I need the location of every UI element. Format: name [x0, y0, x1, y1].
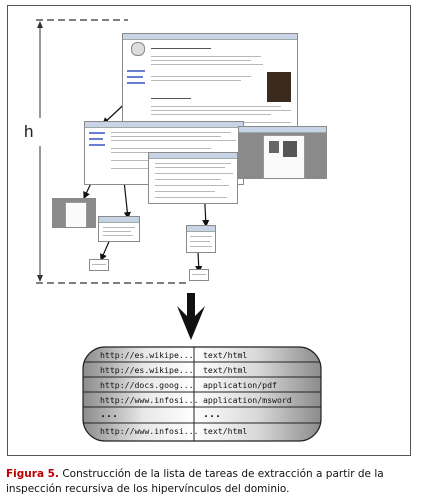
task-url: http://www.infosi... — [100, 426, 199, 436]
task-mime-type: application/msword — [203, 395, 292, 405]
screenshot-tiny-page — [189, 269, 209, 281]
link-arrow — [195, 251, 203, 274]
task-url: ... — [100, 409, 119, 420]
task-mime-type: text/html — [203, 350, 248, 360]
task-list-table: http://es.wikipe... text/html http://es.… — [82, 346, 322, 442]
caption-title: Figura 5. — [6, 468, 59, 480]
screenshot-wikipedia-main — [122, 33, 298, 132]
dimension-arrow-top — [37, 21, 43, 28]
down-arrow — [177, 293, 205, 340]
task-url: http://es.wikipe... — [100, 350, 194, 360]
screenshot-article-center — [148, 152, 238, 204]
caption-text: Construcción de la lista de tareas de ex… — [6, 468, 384, 495]
task-url: http://es.wikipe... — [100, 365, 194, 375]
task-list-shape — [82, 346, 322, 442]
task-mime-type: ... — [203, 409, 222, 420]
dimension-arrow-bottom — [37, 275, 43, 282]
height-label: h — [24, 122, 34, 141]
task-mime-type: application/pdf — [203, 380, 277, 390]
screenshot-pdf-viewer — [238, 126, 327, 179]
task-mime-type: text/html — [203, 365, 248, 375]
task-url: http://docs.goog... — [100, 380, 194, 390]
task-mime-type: text/html — [203, 426, 248, 436]
screenshot-tiny-page — [89, 259, 109, 271]
figure-caption: Figura 5. Construcción de la lista de ta… — [6, 467, 420, 497]
screenshot-small-doc — [52, 198, 96, 228]
task-url: http://www.infosi... — [100, 395, 199, 405]
screenshot-small-page — [186, 225, 216, 253]
screenshot-small-page — [98, 216, 140, 242]
